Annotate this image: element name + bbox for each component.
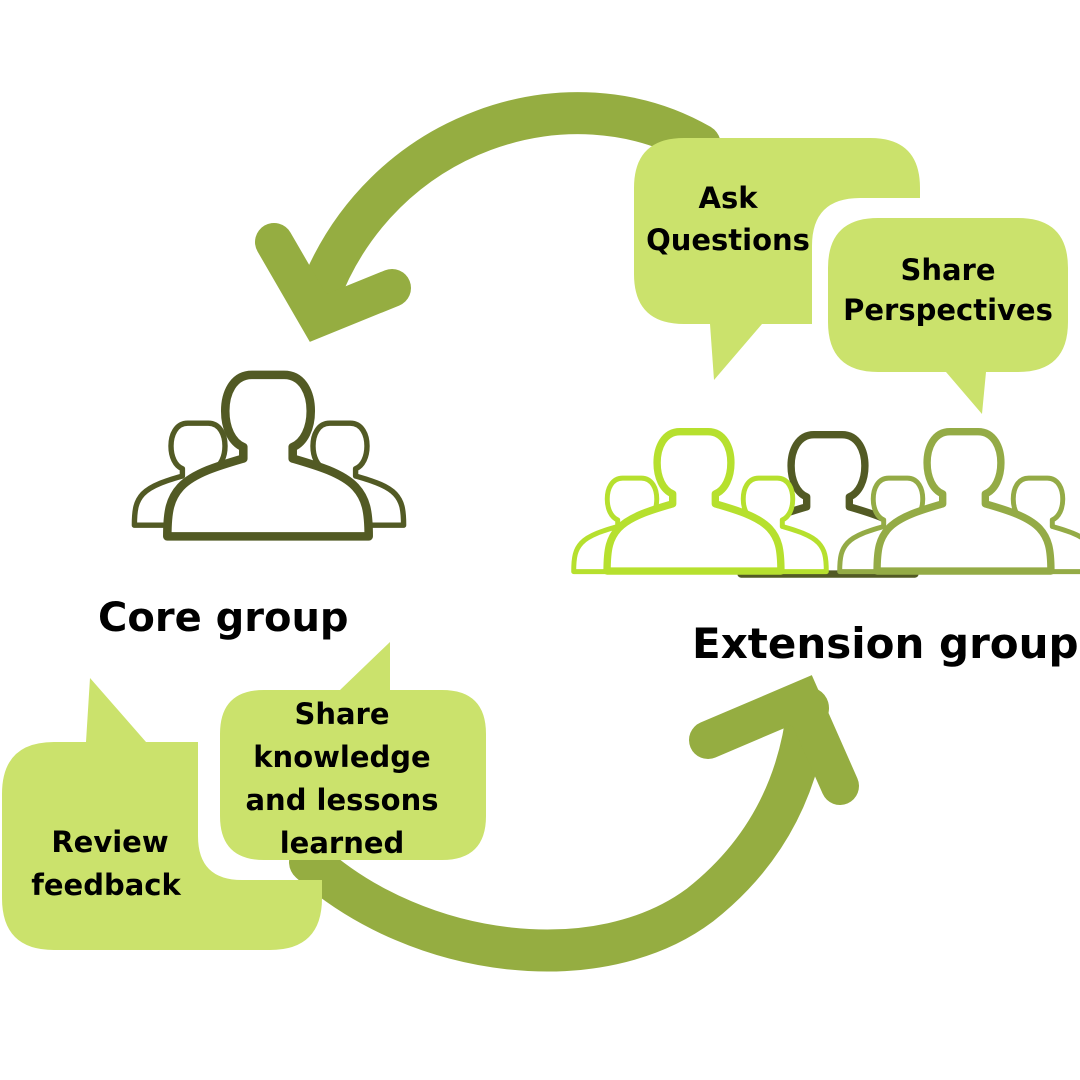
people-group-icon (134, 375, 403, 537)
share-perspectives-line-1: Share (900, 253, 995, 287)
ask-questions-bubble: Ask Questions (634, 138, 920, 380)
review-feedback-bubble: Review feedback (2, 678, 322, 950)
extension-group-label: Extension group (692, 619, 1079, 668)
core-group-label: Core group (98, 595, 349, 641)
share-knowledge-bubble: Share knowledge and lessons learned (220, 642, 486, 860)
arrowhead-icon (689, 675, 859, 805)
review-feedback-line-2: feedback (31, 868, 181, 902)
share-knowledge-line-1: Share (294, 697, 389, 731)
share-knowledge-line-2: knowledge (253, 740, 430, 774)
review-feedback-line-1: Review (51, 825, 168, 859)
ask-questions-line-1: Ask (699, 181, 759, 215)
top-arrow (255, 92, 721, 342)
curved-arrow-icon (297, 92, 721, 319)
people-crowd-icon (574, 432, 1080, 574)
ask-questions-line-2: Questions (646, 223, 810, 257)
arrowhead-icon (255, 223, 411, 342)
share-knowledge-line-4: learned (280, 826, 405, 860)
share-perspectives-bubble: Share Perspectives (828, 218, 1068, 414)
share-knowledge-line-3: and lessons (245, 783, 438, 817)
share-perspectives-line-2: Perspectives (843, 293, 1053, 327)
bottom-arrow (289, 675, 859, 972)
curved-arrow-icon (289, 687, 829, 972)
